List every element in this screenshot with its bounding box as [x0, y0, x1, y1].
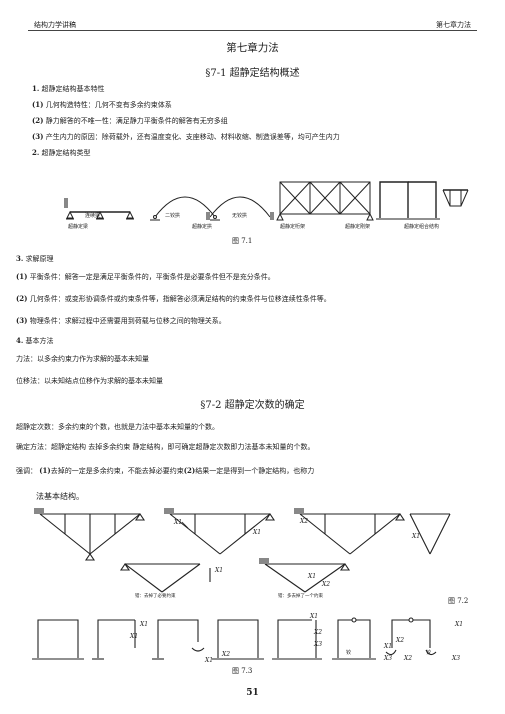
s1-item-4: (3) 产生内力的原因：除荷载外，还有温度变化、支座移动、材料收缩、制造误差等，…: [32, 132, 340, 141]
fig2-var-2: X1: [253, 529, 262, 536]
fig3-var-11: X1: [455, 621, 464, 628]
fig2-var-7: X2: [322, 581, 331, 588]
fig2-var-1: X1: [174, 519, 183, 526]
s3-item-1: 3. 求解原理: [16, 254, 54, 263]
figure-7-2: [34, 508, 451, 593]
fig3-hinge-2: 铰: [426, 650, 432, 656]
fig3-var-9: X2: [396, 637, 405, 644]
fig1-label-3: 二铰拱: [165, 213, 181, 219]
page-header: 结构力学讲稿 第七章力法: [28, 18, 477, 31]
fig1-caption: 图 7.1: [232, 237, 253, 245]
fig1-label-7: 超静定刚架: [345, 224, 371, 230]
fig1-label-8: 超静定组合结构: [404, 224, 440, 230]
fig1-label-2: 超静定梁: [68, 224, 89, 230]
fig3-var-1: X1: [140, 621, 149, 628]
fig3-caption: 图 7.3: [232, 667, 253, 675]
fig3-var-7: X3: [314, 641, 323, 648]
page-number: 51: [246, 688, 259, 698]
fig3-var-6: X2: [314, 629, 323, 636]
s1-item-2: (1) 几何构造特性：几何不变有多余约束体系: [32, 100, 172, 109]
fig3-var-10: X3: [384, 655, 393, 662]
fig2-var-6: X1: [308, 573, 317, 580]
fig2-var-3: X1: [412, 533, 421, 540]
method-displacement: 位移法：以未知结点位移作为求解的基本未知量: [16, 377, 163, 385]
fig1-label-4: 超静定拱: [192, 224, 213, 230]
fig2-var-5: X1: [215, 567, 224, 574]
s2-line-4: 法基本结构。: [36, 492, 84, 501]
chapter-title: 第七章力法: [226, 42, 279, 54]
fig2-caption: 图 7.2: [448, 597, 469, 605]
s2-line-3: 强调： (1)去掉的一定是多余约束，不能去掉必要约束(2)结果一定是得到一个静定…: [16, 466, 315, 475]
fig3-var-8: X1: [384, 643, 393, 650]
s1-item-1: 1. 超静定结构基本特性: [32, 84, 105, 93]
section1-title: §7-1 超静定结构概述: [205, 68, 300, 79]
s3-item-5: 4. 基本方法: [16, 336, 54, 345]
s3-item-4: (3) 物理条件：求解过程中还需要用到荷载与位移之间的物理关系。: [16, 316, 226, 325]
s2-line-2: 确定方法：超静定结构 去掉多余约束 静定结构，即可确定超静定次数即力法基本未知量…: [16, 443, 315, 451]
fig1-label-6: 超静定桁架: [280, 224, 306, 230]
fig3-var-3: X1: [205, 657, 214, 664]
fig3-hinge-1: 铰: [346, 650, 352, 656]
section2-title: §7-2 超静定次数的确定: [200, 400, 305, 411]
fig3-var-5: X1: [310, 613, 319, 620]
figure-7-1: [64, 181, 469, 221]
s2-line-1: 超静定次数：多余约束的个数，也就是力法中基本未知量的个数。: [16, 423, 219, 431]
s3-item-2: (1) 平衡条件：解答一定是满足平衡条件的，平衡条件是必要条件但不是充分条件。: [16, 272, 275, 281]
fig2-var-4: X2: [300, 518, 309, 525]
fig2-label-2: 错：多去掉了一个约束: [278, 594, 323, 599]
fig3-var-2: X1: [130, 633, 139, 640]
fig1-label-1: 连续梁: [85, 213, 101, 219]
s3-item-3: (2) 几何条件：或变形协调条件或约束条件等，指解答必须满足结构的约束条件与位移…: [16, 294, 331, 303]
figure-7-3: [32, 617, 437, 660]
method-force: 力法：以多余约束力作为求解的基本未知量: [16, 355, 149, 363]
s1-item-5: 2. 超静定结构类型: [32, 148, 91, 157]
fig3-var-12: X2: [404, 655, 413, 662]
header-right: 第七章力法: [436, 21, 471, 29]
fig3-var-13: X3: [452, 655, 461, 662]
header-left: 结构力学讲稿: [34, 21, 76, 29]
s1-item-3: (2) 静力解答的不唯一性：满足静力平衡条件的解答有无穷多组: [32, 116, 228, 125]
fig3-var-4: X2: [222, 651, 231, 658]
fig1-label-5: 无铰拱: [232, 213, 248, 219]
fig2-label-1: 错：去掉了必要约束: [135, 594, 176, 599]
